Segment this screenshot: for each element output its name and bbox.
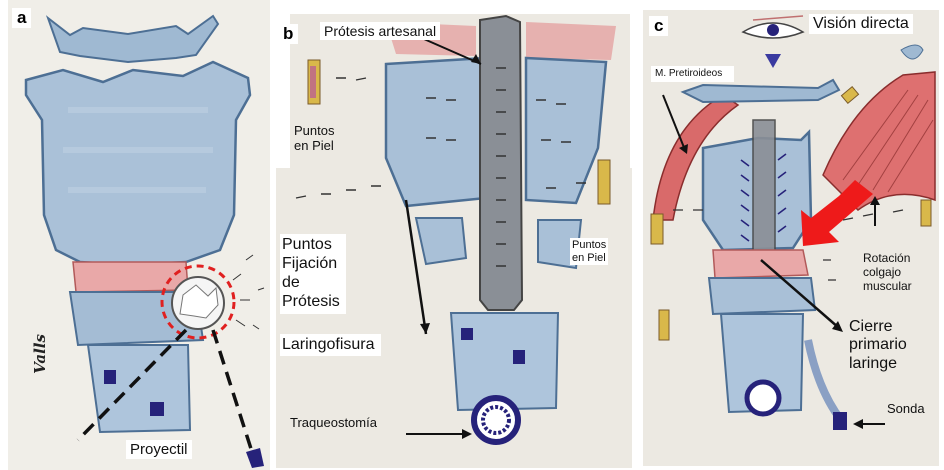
panel-a-drawing bbox=[8, 0, 270, 470]
flap-rotation-label: Rotación colgajo muscular bbox=[863, 252, 912, 293]
trachea-b bbox=[451, 313, 558, 410]
cricothyroid-muscle bbox=[73, 262, 188, 292]
thyroid-cartilage bbox=[26, 62, 250, 265]
tracheostomy-stoma-c bbox=[747, 382, 779, 414]
laryngofissure-label: Laringofisura bbox=[280, 334, 381, 356]
tracheostomy-label: Traqueostomía bbox=[290, 416, 377, 431]
prethyroid-muscles-label: M. Pretiroideos bbox=[651, 66, 734, 82]
tracheostomy-stoma bbox=[474, 398, 518, 442]
panel-a: a Valls Proyectil bbox=[8, 0, 270, 470]
panel-a-letter: a bbox=[12, 8, 31, 28]
panel-b-letter: b bbox=[278, 24, 298, 44]
fixation-points-label: Puntos Fijación de Prótesis bbox=[280, 234, 346, 314]
primary-closure-label: Cierre primario laringe bbox=[849, 318, 907, 373]
direct-view-label: Visión directa bbox=[809, 14, 913, 34]
projectile-label: Proyectil bbox=[126, 440, 192, 459]
skin-points-right-label: Puntos en Piel bbox=[570, 238, 608, 265]
artist-signature: Valls bbox=[31, 334, 49, 374]
prosthesis-label: Prótesis artesanal bbox=[320, 22, 440, 40]
thyroid-cartilage-opened bbox=[386, 58, 486, 206]
skin-suture-right bbox=[598, 160, 610, 204]
trachea bbox=[88, 345, 190, 432]
panel-c-letter: c bbox=[649, 16, 668, 36]
skin-points-left-label: Puntos en Piel bbox=[294, 124, 334, 154]
panel-b: b Prótesis artesanal Puntos en Piel Punt… bbox=[276, 8, 632, 468]
tube-label: Sonda bbox=[887, 402, 925, 417]
panel-c: c Visión directa M. Pretiroideos Rotació… bbox=[643, 10, 939, 466]
